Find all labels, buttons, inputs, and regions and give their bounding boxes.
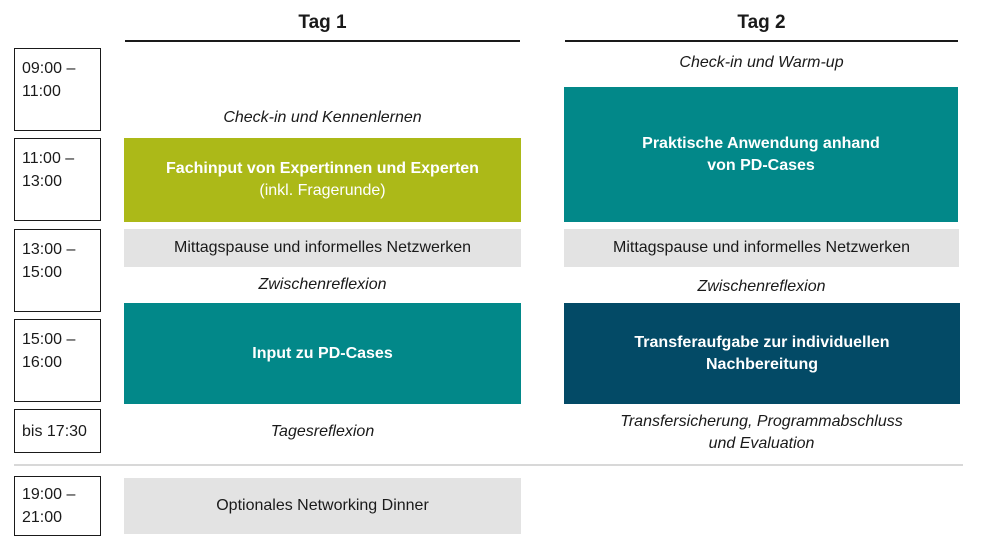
time-slot-end: 16:00 [22,354,63,371]
day1-header: Tag 1 [298,12,347,33]
day1-fachinput-block: Fachinput von Expertinnen und Experten (… [124,138,521,222]
time-slot-start: 11:00 – [22,150,75,167]
time-slot-end: 13:00 [22,173,63,190]
day2-anwendung-block: Praktische Anwendung anhand von PD-Cases [564,87,958,222]
transfer-line-1: Transferaufgabe zur individuellen [634,333,890,351]
day1-input-cases-block: Input zu PD-Cases [124,303,521,404]
time-slot-end: 15:00 [22,264,63,281]
time-slot-1300-1500: 13:00 – 15:00 [14,229,101,312]
evening-separator [14,464,963,466]
time-slot-start: 15:00 – [22,331,76,348]
fachinput-subtitle: (inkl. Fragerunde) [259,182,386,199]
day2-transfer-block: Transferaufgabe zur individuellen Nachbe… [564,303,960,404]
anwendung-line-2: von PD-Cases [707,156,815,174]
day1-zwischenreflexion-label: Zwischenreflexion [258,276,387,293]
time-slot-start: 13:00 – [22,241,76,258]
day2-header: Tag 2 [737,12,786,33]
time-slot-1100-1300: 11:00 – 13:00 [14,138,101,221]
time-slot-1900-2100: 19:00 – 21:00 [14,476,101,536]
day2-checkin-label: Check-in und Warm-up [679,54,844,71]
time-slot-bis-1730: bis 17:30 [14,409,101,453]
day2-zwischenreflexion-label: Zwischenreflexion [697,278,826,295]
time-slot-1500-1600: 15:00 – 16:00 [14,319,101,402]
abschluss-line-2: und Evaluation [708,435,815,452]
day1-tagesreflexion-label: Tagesreflexion [270,423,375,440]
time-slot-start: 19:00 – [22,486,76,503]
fachinput-title: Fachinput von Expertinnen und Experten [166,160,479,177]
anwendung-line-1: Praktische Anwendung anhand [642,134,880,152]
time-slot-end: 11:00 [22,83,61,100]
day1-checkin-label: Check-in und Kennenlernen [223,109,422,126]
time-slot-start: 09:00 – [22,60,76,77]
time-slot-0900-1100: 09:00 – 11:00 [14,48,101,131]
day1-lunch-block: Mittagspause und informelles Netzwerken [124,229,521,267]
day1-dinner-block: Optionales Networking Dinner [124,478,521,534]
transfer-line-2: Nachbereitung [705,355,818,373]
day2-header-underline [565,40,958,42]
day1-header-underline [125,40,520,42]
day2-abschluss-label: Transfersicherung, Programmabschluss und… [565,411,958,455]
time-slot-label: bis 17:30 [22,423,87,440]
abschluss-line-1: Transfersicherung, Programmabschluss [620,413,903,430]
day2-lunch-block: Mittagspause und informelles Netzwerken [564,229,959,267]
time-slot-end: 21:00 [22,509,63,526]
